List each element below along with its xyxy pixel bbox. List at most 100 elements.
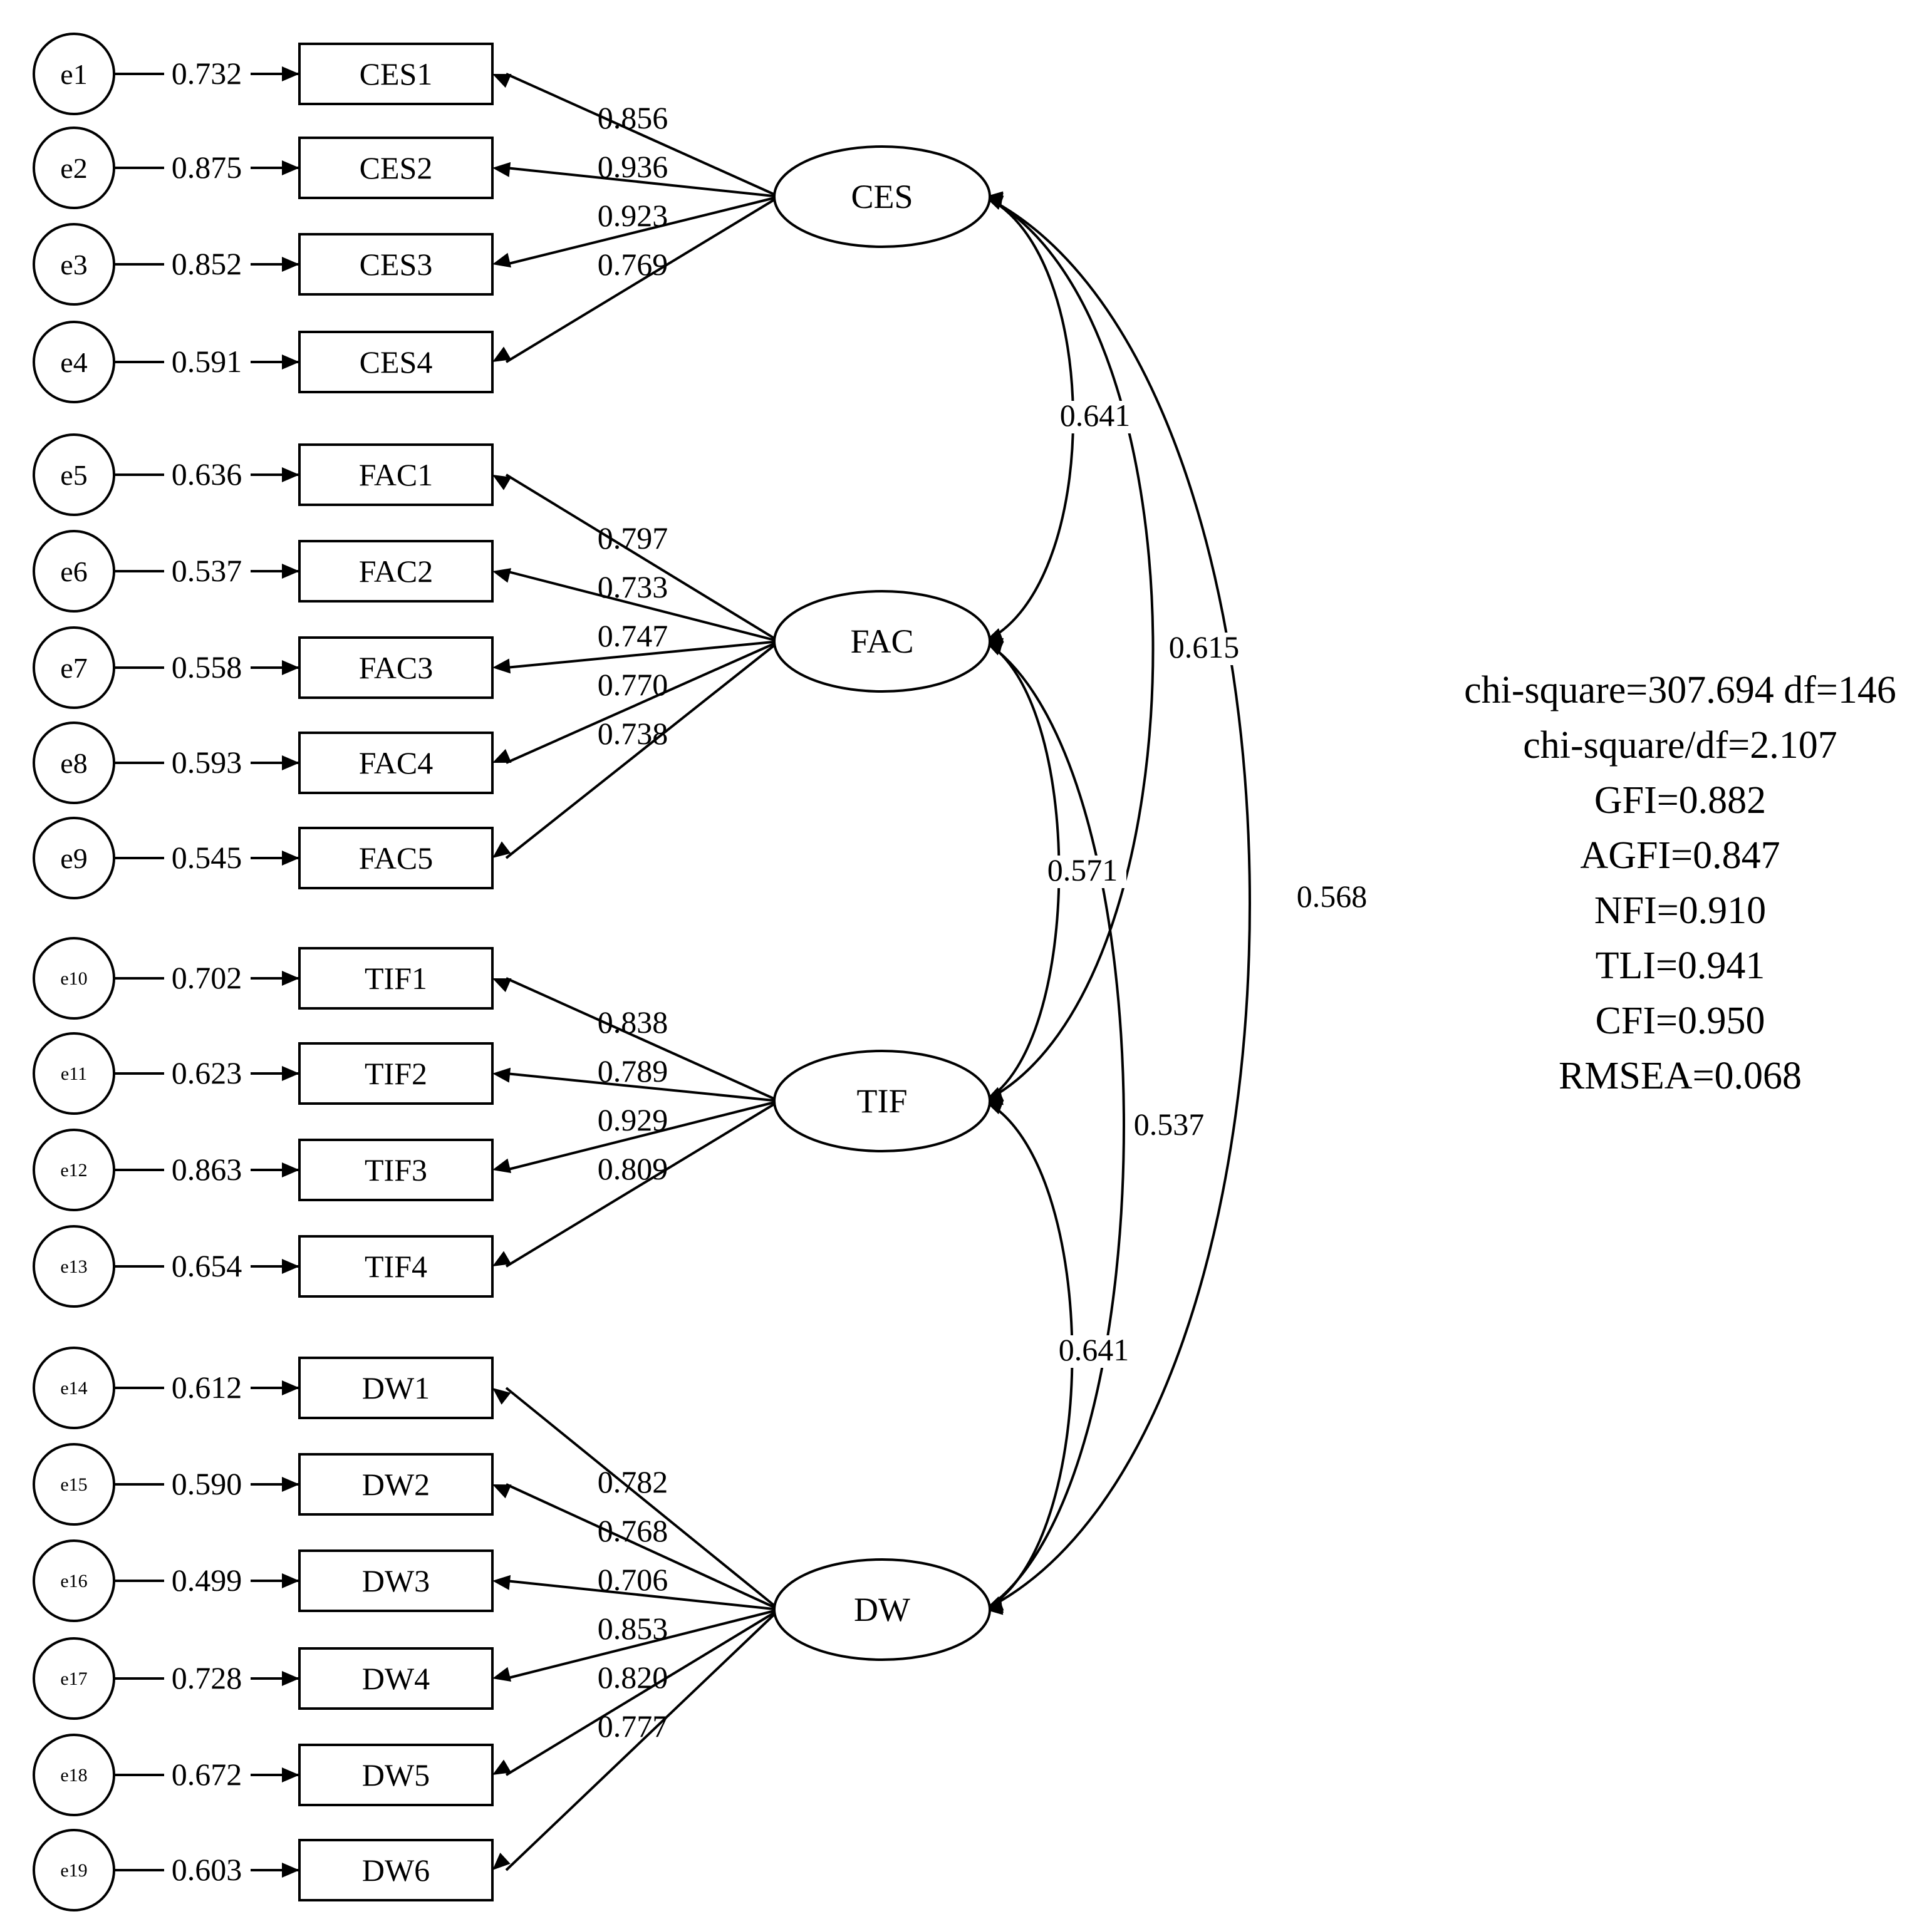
- loading-value: 0.770: [598, 667, 668, 702]
- error-circle: [33, 1347, 115, 1429]
- observed-variable-label: TIF2: [365, 1056, 427, 1091]
- error-weight: 0.603: [172, 1852, 242, 1887]
- correlation-label-bg: [1039, 856, 1126, 888]
- loading-arrow-head: [492, 1667, 512, 1682]
- error-layer: 0.7320.8750.8520.5910.6360.5370.5580.593…: [114, 56, 299, 1888]
- loading-value: 0.789: [598, 1053, 668, 1089]
- error-weight: 0.591: [172, 344, 242, 379]
- error-label: e13: [60, 1256, 87, 1277]
- observed-variable-box: [298, 1235, 494, 1298]
- fit-index-line: chi-square=307.694 df=146: [1464, 669, 1896, 711]
- error-weight: 0.623: [172, 1055, 242, 1090]
- error-circle: [33, 817, 115, 899]
- correlation-value: 0.615: [1169, 629, 1240, 665]
- error-arrow-head: [282, 1066, 299, 1081]
- error-label: e9: [60, 842, 87, 874]
- observed-variable-label: DW3: [362, 1563, 430, 1598]
- observed-variable-label: DW4: [362, 1661, 430, 1696]
- error-weight: 0.636: [172, 457, 242, 492]
- observed-variable-box: [298, 1549, 494, 1612]
- loading-value: 0.936: [598, 149, 668, 184]
- loading-arrow-head: [492, 568, 512, 583]
- error-label: e1: [60, 58, 87, 90]
- loading-arrow-head: [492, 1158, 512, 1174]
- loading-path: [506, 977, 780, 1102]
- error-label: e17: [60, 1668, 87, 1689]
- loading-path: [506, 570, 780, 643]
- observed-variable-box: [298, 732, 494, 794]
- fit-index-line: AGFI=0.847: [1580, 834, 1780, 877]
- error-arrow-head: [282, 160, 299, 175]
- loading-path: [506, 73, 780, 198]
- loading-value: 0.929: [598, 1102, 668, 1137]
- loading-value: 0.782: [598, 1464, 668, 1499]
- loading-path: [505, 473, 781, 643]
- observed-variable-box: [298, 1042, 494, 1105]
- latent-variable-ellipse: [773, 1050, 991, 1152]
- error-weight: 0.863: [172, 1152, 242, 1187]
- fit-index-line: TLI=0.941: [1596, 944, 1765, 987]
- error-label: e2: [60, 152, 87, 184]
- correlation-value: 0.568: [1297, 879, 1368, 914]
- error-weight: 0.852: [172, 246, 242, 281]
- error-label-bg: [164, 650, 251, 685]
- loading-value: 0.797: [598, 520, 668, 556]
- error-arrow-head: [282, 1863, 299, 1878]
- error-circle: [33, 433, 115, 516]
- error-label: e10: [60, 968, 87, 989]
- error-arrow-head: [282, 564, 299, 579]
- loading-layer: [492, 73, 781, 1871]
- latent-variable-label: FAC: [850, 623, 913, 660]
- error-arrow-head: [282, 1162, 299, 1177]
- error-label-bg: [164, 344, 251, 380]
- observed-variable-label: DW5: [362, 1757, 430, 1792]
- correlation-label-bg: [1051, 401, 1139, 433]
- latent-variable-ellipse: [773, 590, 991, 693]
- error-label: e6: [60, 556, 87, 587]
- observed-variable-label: CES2: [360, 150, 433, 185]
- loading-value: 0.768: [598, 1513, 668, 1548]
- observed-variable-box: [298, 540, 494, 603]
- observed-variable-box: [298, 331, 494, 393]
- observed-variable-label: DW6: [362, 1853, 430, 1888]
- observed-variable-label: CES4: [360, 344, 433, 380]
- error-arrow-head: [282, 257, 299, 272]
- error-label-bg: [164, 1152, 251, 1187]
- error-arrow-head: [282, 755, 299, 770]
- observed-variable-label: TIF3: [365, 1152, 427, 1187]
- loading-value: 0.923: [598, 198, 668, 233]
- correlation-value: 0.641: [1059, 1332, 1130, 1367]
- error-arrow-head: [282, 1573, 299, 1588]
- loading-arrow-head: [492, 1251, 512, 1266]
- loading-path: [506, 1608, 780, 1680]
- error-weight: 0.590: [172, 1466, 242, 1501]
- loading-arrow-head: [492, 978, 512, 993]
- correlation-label-bg: [1160, 633, 1248, 665]
- loading-arrow-head: [492, 748, 512, 763]
- error-label: e18: [60, 1765, 87, 1786]
- error-label-bg: [164, 150, 251, 185]
- error-weight: 0.545: [172, 840, 242, 875]
- loading-path: [506, 1072, 780, 1102]
- loading-arrow-head: [492, 841, 511, 858]
- error-weight: 0.672: [172, 1757, 242, 1792]
- error-weight: 0.499: [172, 1563, 242, 1598]
- error-circle: [33, 1129, 115, 1211]
- error-circle: [33, 33, 115, 115]
- error-circle: [33, 127, 115, 209]
- error-circle: [33, 1734, 115, 1816]
- latent-variable-label: TIF: [857, 1082, 908, 1120]
- correlation-value: 0.537: [1134, 1107, 1205, 1142]
- observed-variable-box: [298, 233, 494, 296]
- error-circle: [33, 1637, 115, 1720]
- error-circle: [33, 1539, 115, 1622]
- label-layer: 0.6410.6150.5680.5710.5370.6410.8560.936…: [598, 100, 1376, 1744]
- loading-value: 0.733: [598, 569, 668, 604]
- error-label-bg: [164, 1056, 251, 1091]
- loading-arrow-head: [492, 1484, 512, 1499]
- error-arrow-head: [282, 66, 299, 81]
- fit-indices: chi-square=307.694 df=146chi-square/df=2…: [1464, 669, 1896, 1097]
- error-arrow-head: [282, 971, 299, 986]
- error-weight: 0.728: [172, 1660, 242, 1695]
